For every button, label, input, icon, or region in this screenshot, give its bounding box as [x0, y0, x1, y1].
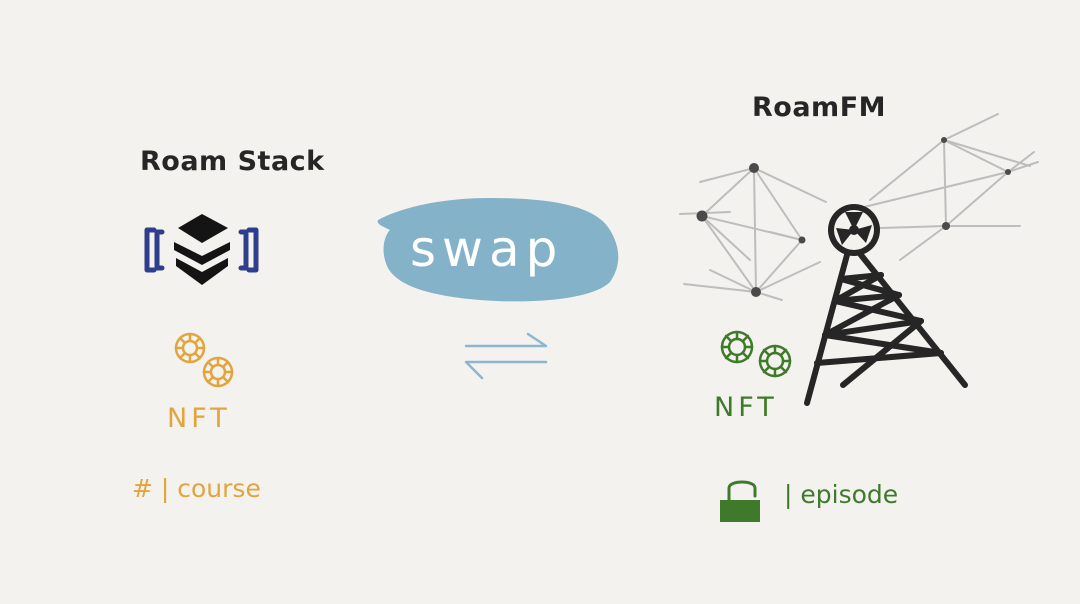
swap-bubble [377, 198, 619, 302]
roamfm-access-label: | episode [784, 480, 899, 509]
coin-icon [174, 332, 234, 388]
radio-tower-icon [804, 204, 968, 406]
roamfm-nft-label: NFT [714, 392, 778, 423]
roamfm-title: RoamFM [752, 92, 887, 123]
roam-stack-title: Roam Stack [140, 146, 325, 177]
roam-stack-logo-icon [144, 214, 259, 285]
network-icon [679, 113, 1039, 301]
roam-stack-nft-label: NFT [167, 403, 231, 434]
swap-label: swap [410, 220, 564, 278]
roam-stack-access-label: # | course [132, 474, 261, 503]
swap-arrows-icon [464, 332, 548, 380]
unlock-icon [720, 480, 760, 522]
coin-icon [720, 330, 792, 378]
